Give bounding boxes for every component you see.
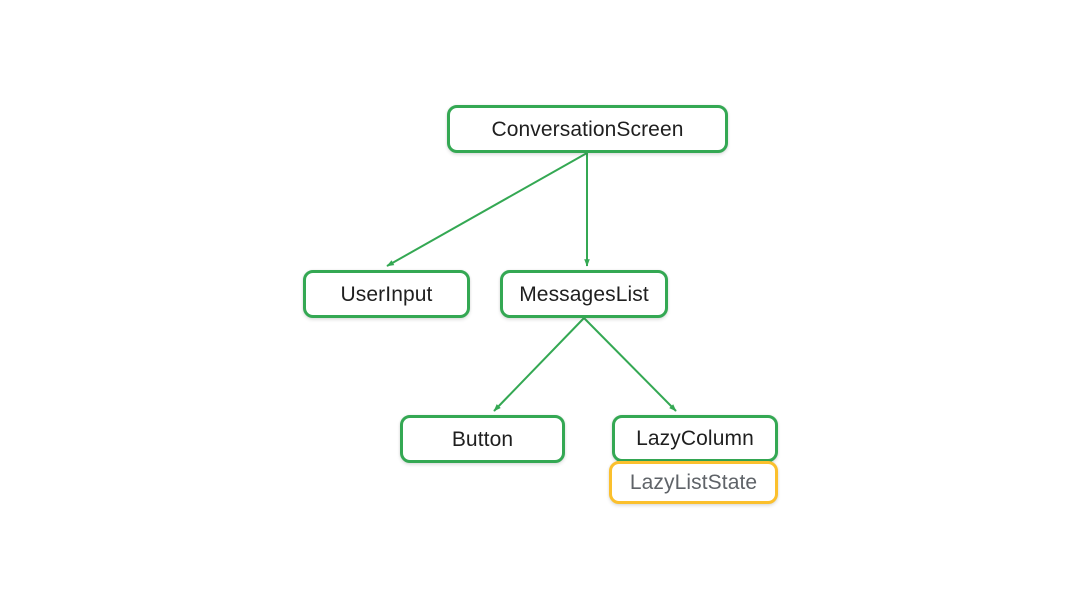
node-button[interactable]: Button [400, 415, 565, 463]
edge-conversation-screen-to-user-input [386, 152, 588, 267]
node-conversation-screen[interactable]: ConversationScreen [447, 105, 728, 153]
node-label: LazyListState [629, 471, 758, 494]
node-label: ConversationScreen [491, 117, 684, 141]
node-user-input[interactable]: UserInput [303, 270, 470, 318]
edge-messages-list-to-button [493, 317, 585, 412]
node-label: LazyColumn [636, 427, 754, 450]
node-label: MessagesList [519, 282, 649, 306]
node-label: Button [451, 427, 514, 451]
node-lazy-list-state[interactable]: LazyListState [609, 461, 778, 504]
node-label: UserInput [340, 282, 433, 306]
node-messages-list[interactable]: MessagesList [500, 270, 668, 318]
node-lazy-column[interactable]: LazyColumn [612, 415, 778, 462]
edge-messages-list-to-lazy-column [583, 317, 677, 412]
